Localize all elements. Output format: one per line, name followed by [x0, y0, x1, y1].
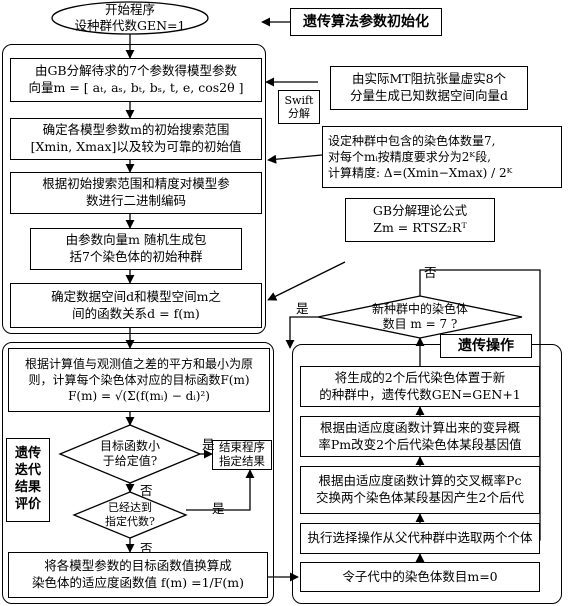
loop-decision-no: 否: [424, 265, 437, 280]
gen-step-selection: 执行选择操作从父代种群中选取两个个体: [300, 523, 540, 554]
genetic-group: [292, 344, 562, 604]
decision-gen-label: 已经达到 指定代数?: [105, 501, 155, 528]
mt-data-note: 由实际MT阻抗张量虚实8个 分量生成已知数据空间向量d: [330, 66, 528, 110]
decision-min-no: 否: [140, 483, 153, 498]
gb-formula-note: GB分解理论公式 Zm = RTSZ₂Rᵀ: [345, 198, 495, 242]
loop-decision-yes: 是: [296, 301, 309, 316]
step-function-relation: 确定数据空间d和模型空间m之 间的函数关系d = f(m): [10, 283, 262, 328]
fitness-convert-box: 将各模型参数的目标函数值换算成 染色体的适应度函数值 f(m) =1/F(m): [8, 552, 268, 598]
decision-min-diamond: [58, 424, 202, 484]
gen-step-place-offspring: 将生成的2个后代染色体置于新 的种群中，遗传代数GEN=GEN+1: [300, 366, 540, 407]
decision-gen-diamond: [72, 491, 188, 539]
step-param-vector: 由GB分解待求的7个参数得模型参数 向量m = [ aₜ, aₛ, bₜ, bₛ…: [10, 58, 262, 102]
step-search-range: 确定各模型参数m的初始搜索范围 [Xmin, Xmax]以及较为可靠的初始值: [10, 118, 262, 160]
fitness-evaluation-box: 根据计算值与观测值之差的平方和最小为原 则，计算每个染色体对应的目标函数F(m)…: [8, 348, 270, 412]
decision-min-label: 目标函数小 于给定值?: [99, 439, 160, 468]
precision-note: 设定种群中包含的染色体数量7, 对每个mᵢ按精度要求分为2ᴷ段, 计算精度: Δ…: [322, 126, 562, 188]
swift-label: Swift 分解: [278, 90, 320, 124]
genetic-title: 遗传操作: [440, 334, 532, 358]
decision-min-yes: 是: [202, 437, 215, 452]
decision-gen-yes: 是: [212, 501, 225, 516]
iteration-eval-label: 遗传 迭代 结果 评价: [6, 438, 50, 522]
gen-step-mutation: 根据由适应度函数计算出来的变异概 率Pm改变2个后代染色体某段基因值: [300, 416, 540, 457]
step-binary-encoding: 根据初始搜索范围和精度对模型参 数进行二进制编码: [10, 172, 262, 214]
init-group: [2, 44, 266, 334]
gen-step-crossover: 根据由适应度函数计算的交叉概率Pc 交换两个染色体某段基因产生2个后代: [300, 466, 540, 514]
loop-decision-diamond: [317, 295, 523, 339]
gen-step-reset-count: 令子代中的染色体数目m=0: [300, 562, 540, 592]
loop-decision-label: 新种群中的染色体 数目 m = 7 ?: [371, 302, 468, 331]
start-label: 开始程序 设种群代数GEN=1: [74, 2, 186, 33]
end-program-box: 结束程序 指定结果: [212, 440, 272, 470]
step-init-population: 由参数向量m 随机生成包 括7个染色体的初始种群: [30, 228, 242, 270]
evaluation-group: [2, 342, 274, 604]
init-title: 遗传算法参数初始化: [290, 8, 442, 36]
